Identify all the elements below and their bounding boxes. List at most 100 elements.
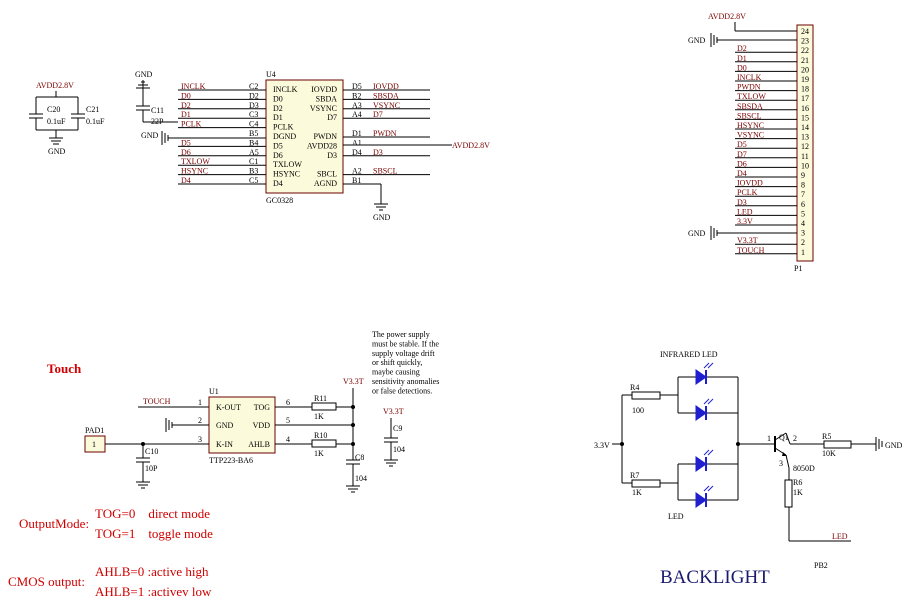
c9-ref: C9 [393, 424, 402, 433]
gnd-label: GND [885, 441, 903, 450]
r6-value: 1K [793, 488, 803, 497]
u1-left-pin-name: K-OUT [216, 403, 241, 412]
u4-right-pin: D1 [352, 129, 362, 138]
q1-pin-2: 2 [793, 434, 797, 443]
gnd-label: GND [135, 70, 153, 79]
u4-left-pin-name: D6 [273, 151, 283, 160]
led-label: LED [668, 512, 684, 521]
u4-right-pin: B1 [352, 176, 361, 185]
p1-net-label: D7 [737, 150, 747, 159]
gnd-label: GND [141, 131, 159, 140]
u4-left-pin: B5 [249, 129, 258, 138]
c11-ref: C11 [151, 106, 164, 115]
u4-right-pin-name: D3 [327, 151, 337, 160]
p1-pin-number: 24 [801, 27, 809, 36]
c8-ref: C8 [355, 453, 364, 462]
u1-left-pin-name: GND [216, 421, 234, 430]
gnd-label: GND [688, 36, 706, 45]
u4-left-pin: B3 [249, 167, 258, 176]
r4-value: 100 [632, 406, 644, 415]
u4-right-pin-name: SBDA [316, 94, 338, 103]
u4-right-pin-name: PWDN [313, 132, 337, 141]
u4-left-pin-name: PCLK [273, 123, 294, 132]
p1-pin-number: 9 [801, 171, 805, 180]
p1-pin-number: 7 [801, 190, 805, 199]
avdd-label: AVDD2.8V [36, 81, 74, 90]
u4-right-pin: A3 [352, 101, 362, 110]
r10-value: 1K [314, 449, 324, 458]
u4-left-pin-name: D4 [273, 179, 283, 188]
p1-pin-number: 12 [801, 142, 809, 151]
u1-left-pin: 3 [198, 435, 202, 444]
touch-title: Touch [47, 361, 82, 376]
p1-pin-number: 3 [801, 229, 805, 238]
u1-right-pin-name: VDD [253, 421, 271, 430]
u4-right-net: IOVDD [373, 82, 399, 91]
pad1-pin: 1 [92, 440, 96, 449]
ir-led-label: INFRARED LED [660, 350, 718, 359]
led-diode [695, 449, 714, 472]
p1-ref: P1 [794, 264, 802, 273]
avdd-decoupling: AVDD2.8V C20 0.1uF C21 0.1uF GND [29, 81, 105, 156]
p1-net-label: LED [737, 207, 753, 216]
u4-left-pin: C1 [249, 157, 258, 166]
r10-ref: R10 [314, 431, 327, 440]
backlight-section: INFRARED LED 3.3V R4 100 R7 1K LED [594, 350, 903, 588]
backlight-title: BACKLIGHT [660, 567, 770, 588]
u4-left-pin: D2 [249, 91, 259, 100]
c10-ref: C10 [145, 447, 158, 456]
u4-left-pin: C5 [249, 176, 258, 185]
p1-pin-number: 2 [801, 238, 805, 247]
u4-left-net: D5 [181, 138, 191, 147]
u4-right-net: SBSCL [373, 167, 398, 176]
c20-value: 0.1uF [47, 117, 66, 126]
u1-right-pin: 5 [286, 416, 290, 425]
u1-right-pin-name: TOG [254, 403, 271, 412]
c11-capacitor: GND C11 22P [135, 70, 178, 126]
p1-pin-number: 21 [801, 56, 809, 65]
output-mode-line-2: TOG=1 toggle mode [95, 526, 213, 541]
p1-pin-number: 17 [801, 94, 809, 103]
power-supply-note-line: or shift quickly, [372, 358, 422, 367]
p1-connector: AVDD2.8V P1 GND GND 242322D221D120D019IN… [688, 12, 814, 273]
u4-left-net: D4 [181, 176, 191, 185]
p1-net-label: SBSCL [737, 111, 762, 120]
u1-right-pin: 6 [286, 398, 290, 407]
power-supply-note-line: sensitivity anomalies [372, 377, 439, 386]
page-ref: PB2 [814, 561, 828, 570]
c20-ref: C20 [47, 105, 60, 114]
p1-net-label: PWDN [737, 83, 761, 92]
u4-left-pin-name: D1 [273, 113, 283, 122]
u4-body [265, 79, 344, 194]
p1-net-label: HSYNC [737, 121, 764, 130]
u4-left-net: D0 [181, 91, 191, 100]
p1-pin-number: 23 [801, 37, 809, 46]
u4-left-pin-name: HSYNC [273, 170, 300, 179]
u4-left-net: D1 [181, 110, 191, 119]
p1-pin-number: 11 [801, 152, 809, 161]
p1-net-label: D5 [737, 140, 747, 149]
u4-right-net: SBSDA [373, 91, 399, 100]
r5-ref: R5 [822, 432, 831, 441]
power-supply-note-line: or false detections. [372, 386, 432, 395]
u4-left-net: D6 [181, 148, 191, 157]
p1-pin-number: 16 [801, 104, 809, 113]
p1-net-label: 3.3V [737, 217, 753, 226]
p1-pin-number: 4 [801, 219, 805, 228]
u4-left-net: D2 [181, 101, 191, 110]
p1-pin-number: 18 [801, 85, 809, 94]
p1-pin-number: 10 [801, 161, 809, 170]
p1-pin-number: 13 [801, 133, 809, 142]
v33-label: V3.3T [343, 377, 364, 386]
p1-body [796, 24, 814, 262]
r7-value: 1K [632, 488, 642, 497]
u4-left-pin: B4 [249, 138, 258, 147]
power-supply-note-line: supply voltage drift [372, 349, 435, 358]
u4-left-pin-name: D0 [273, 94, 283, 103]
p1-net-label: PCLK [737, 188, 758, 197]
u4-right-net: D3 [373, 148, 383, 157]
u1-ref: U1 [209, 387, 219, 396]
p1-pin-number: 15 [801, 113, 809, 122]
p1-pin-number: 1 [801, 248, 805, 257]
